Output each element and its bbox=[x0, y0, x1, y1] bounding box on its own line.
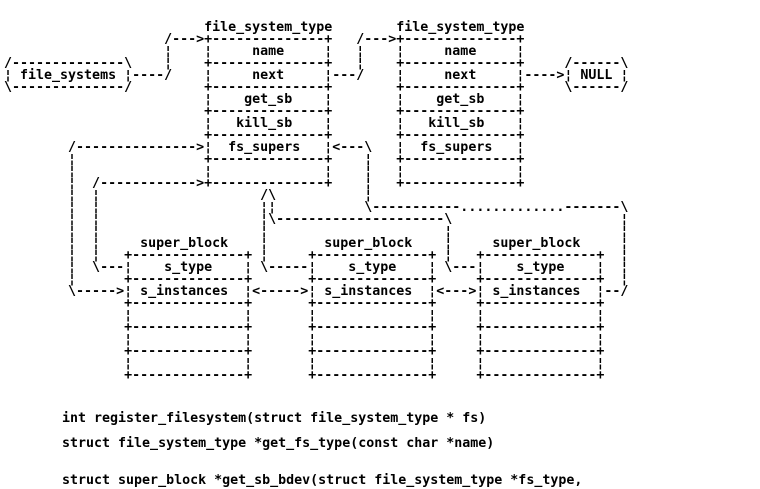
ascii-diagram: file_system_type file_system_type /--->+… bbox=[4, 20, 629, 383]
code-line-get-fs-type: struct file_system_type *get_fs_type(con… bbox=[62, 436, 495, 451]
code-line-register-filesystem: int register_filesystem(struct file_syst… bbox=[62, 411, 487, 426]
code-line-get-sb-bdev: struct super_block *get_sb_bdev(struct f… bbox=[62, 473, 583, 488]
